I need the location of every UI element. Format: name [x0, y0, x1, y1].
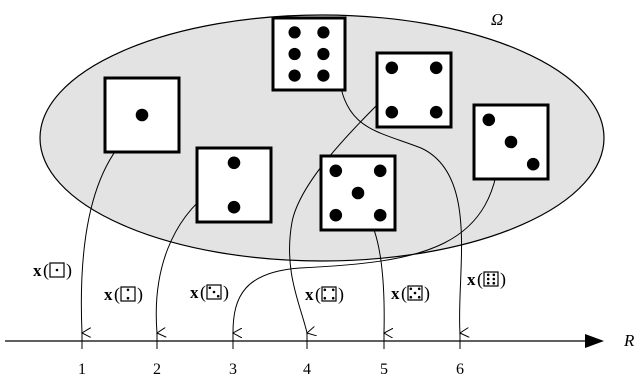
- real-axis-arrowhead: [585, 334, 604, 348]
- axis-tick-label: 3: [229, 361, 237, 378]
- die-pip: [429, 105, 443, 119]
- die-face-5: [319, 154, 397, 232]
- die-pip: [482, 113, 496, 127]
- axis-tick-label: 2: [153, 361, 161, 378]
- svg-text:): ): [424, 283, 430, 304]
- axis-label: R: [623, 331, 635, 350]
- die-pip: [288, 69, 301, 82]
- axis-tick-label: 5: [380, 361, 388, 378]
- die-pip: [351, 186, 365, 200]
- mapping-label-3: x(): [190, 282, 229, 303]
- svg-text:): ): [338, 284, 344, 305]
- die-pip: [373, 208, 387, 222]
- svg-text:x: x: [391, 284, 400, 303]
- svg-text:(: (: [315, 284, 321, 305]
- die-face-3: [472, 103, 550, 181]
- die-pip: [429, 61, 443, 75]
- mapping-label-4: x(): [305, 284, 344, 305]
- svg-text:): ): [223, 282, 229, 303]
- mapping-label-1: x(): [33, 260, 72, 281]
- svg-text:(: (: [477, 269, 483, 290]
- die-pip: [288, 47, 301, 61]
- mapping-label-5: x(): [391, 283, 430, 304]
- svg-text:): ): [66, 260, 72, 281]
- mapping-arrow-4: [289, 91, 391, 333]
- axis-tick-label: 4: [303, 361, 311, 378]
- svg-text:x: x: [104, 285, 113, 304]
- die-pip: [526, 157, 540, 171]
- mapping-arrow-1: [80, 138, 126, 333]
- svg-text:x: x: [467, 270, 476, 289]
- die-pip: [135, 108, 149, 122]
- die-face-1: [103, 76, 181, 154]
- die-pip: [373, 164, 387, 178]
- axis-tick-label: 6: [456, 361, 464, 378]
- mapping-label-2: x(): [104, 284, 143, 305]
- svg-text:): ): [137, 284, 143, 305]
- svg-text:x: x: [305, 285, 314, 304]
- svg-text:(: (: [200, 282, 206, 303]
- die-pip: [329, 164, 343, 178]
- svg-text:(: (: [43, 260, 49, 281]
- mapping-arrow-3: [233, 139, 501, 333]
- die-face-2: [195, 146, 273, 224]
- sample-space-label: Ω: [491, 10, 503, 29]
- mapping-labels: x()x()x()x()x()x(): [33, 260, 506, 305]
- mapping-label-6: x(): [467, 269, 506, 290]
- die-pip: [504, 135, 518, 149]
- die-pip: [385, 105, 399, 119]
- die-pip: [317, 47, 330, 61]
- die-face-4: [375, 51, 453, 129]
- die-pip: [227, 156, 241, 170]
- svg-text:(: (: [114, 284, 120, 305]
- sample-space-ellipse: [39, 14, 605, 262]
- mapping-arrow-6: [337, 67, 462, 333]
- die-pip: [317, 69, 330, 82]
- die-pip: [317, 26, 330, 39]
- die-face-6: [271, 16, 347, 92]
- svg-text:(: (: [401, 283, 407, 304]
- axis-ticks: 1 2 3 4 5 6: [78, 333, 464, 378]
- die-pip: [329, 208, 343, 222]
- die-pip: [385, 61, 399, 75]
- svg-text:x: x: [190, 283, 199, 302]
- svg-text:x: x: [33, 261, 42, 280]
- axis-tick-label: 1: [78, 361, 86, 378]
- die-pip: [288, 26, 301, 39]
- die-pip: [227, 200, 241, 214]
- svg-text:): ): [500, 269, 506, 290]
- dice-outcomes: [103, 16, 550, 232]
